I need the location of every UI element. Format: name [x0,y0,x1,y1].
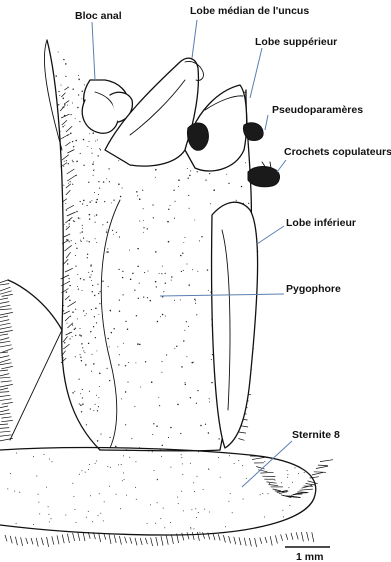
leader-crochets [277,160,286,172]
scale-bar-label: 1 mm [296,551,323,562]
label-sternite-8: Sternite 8 [292,429,340,441]
crochets-copulateurs-shape [248,162,279,187]
setae-sternite [5,250,333,547]
leader-lobe-superieur [250,48,262,98]
leader-sternite [242,441,292,487]
label-pseudoparameres: Pseudoparamères [272,104,363,116]
label-pygophore: Pygophore [286,283,341,295]
label-bloc-anal: Bloc anal [75,10,122,22]
label-lobe-inferieur: Lobe inférieur [286,217,356,229]
leader-lobe-median [192,20,197,58]
leader-pseudoparameres [265,115,268,130]
label-crochets: Crochets copulateurs [284,146,391,158]
leader-lobe-inferieur [257,226,284,244]
label-lobe-superieur: Lobe suppérieur [255,36,337,48]
leader-bloc-anal [92,22,95,80]
scale-bar: 1 mm [285,547,330,562]
lobe-inferieur-shape [212,202,258,448]
setae-left [0,87,76,442]
sternite-8-shape [0,445,316,537]
label-lobe-median: Lobe médian de l'uncus [190,5,309,17]
